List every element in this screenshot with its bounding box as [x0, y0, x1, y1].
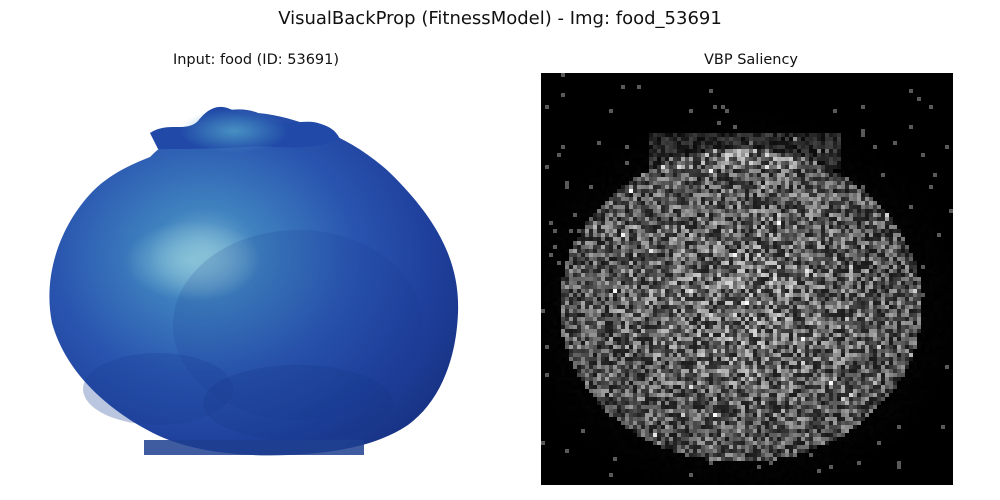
fruit-body: [49, 109, 459, 456]
saliency-panel-title: VBP Saliency: [703, 52, 799, 68]
figure-suptitle: VisualBackProp (FitnessModel) - Img: foo…: [278, 8, 722, 29]
input-image-panel: [48, 73, 460, 485]
input-panel-title: Input: food (ID: 53691): [172, 52, 340, 68]
saliency-map: [541, 73, 953, 485]
saliency-map-panel: [541, 73, 953, 485]
blue-fruit-image: [48, 73, 460, 485]
